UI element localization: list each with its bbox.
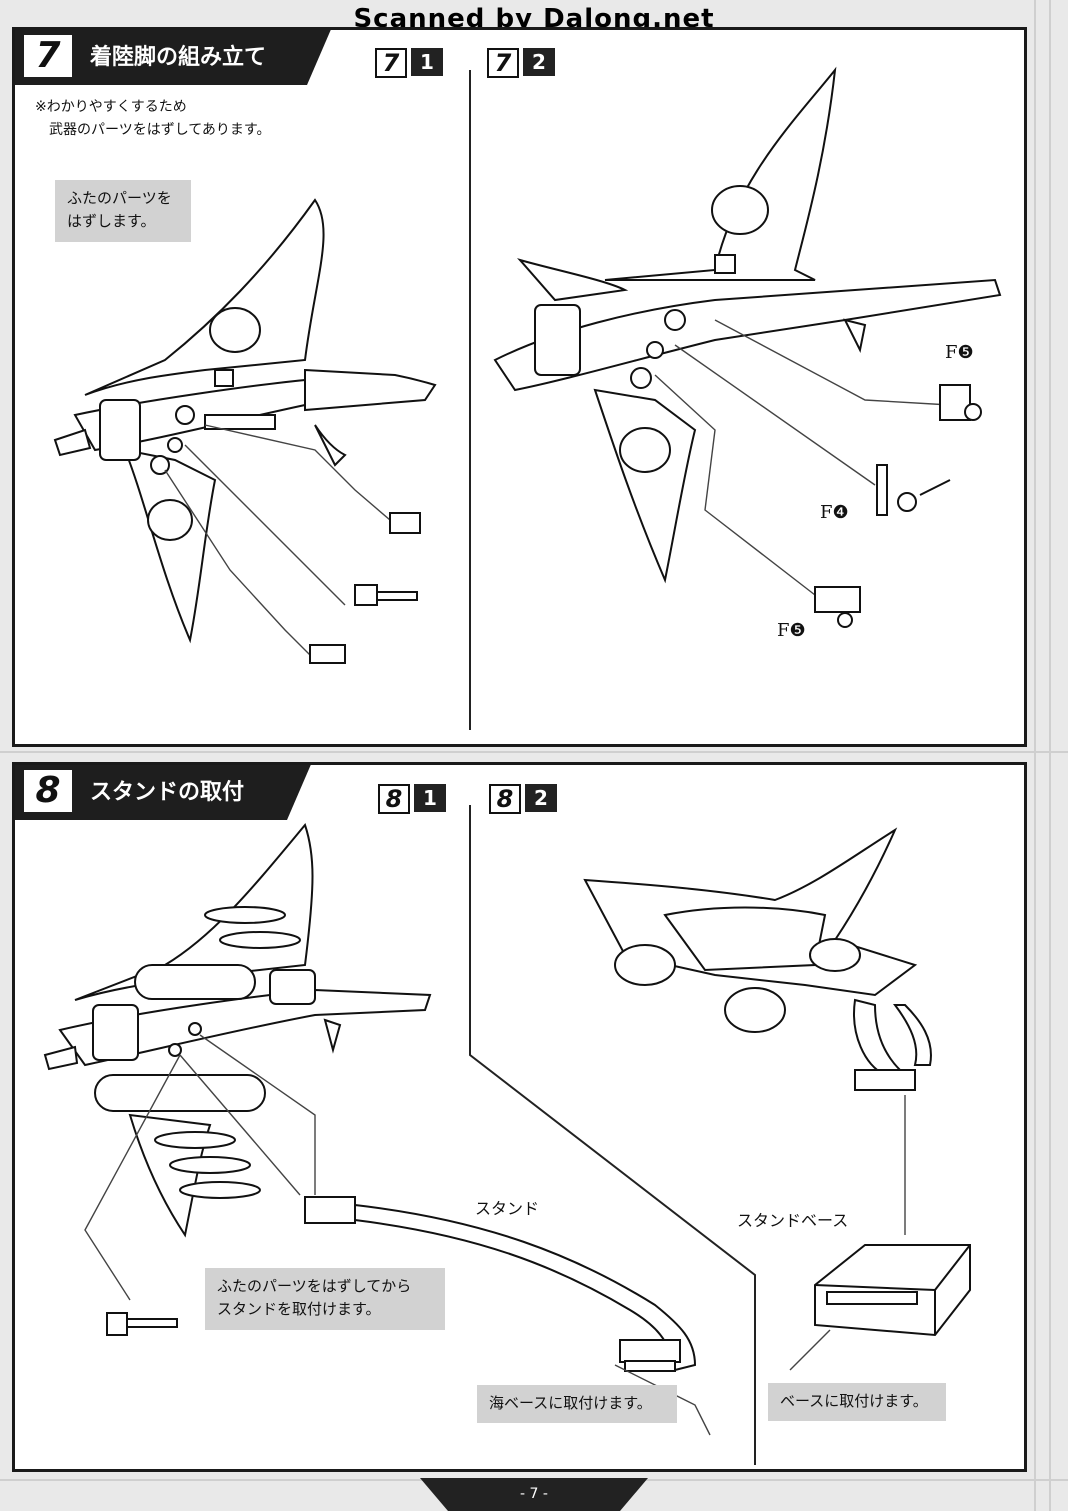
- step-8-illustration: [43, 805, 971, 1465]
- substep-7-1-step: 7: [375, 48, 407, 78]
- stand-base: [814, 1244, 971, 1337]
- substep-divider-8: [469, 805, 756, 1465]
- aircraft-8-2: [583, 827, 932, 1091]
- landing-gear-parts-7-2: [814, 384, 982, 628]
- stand-arm: [106, 1196, 697, 1372]
- step-8-header: 8 スタンドの取付: [15, 765, 347, 820]
- attach-sea-base-callout: 海ベースに取付けます。: [477, 1385, 677, 1423]
- substep-8-1-step: 8: [378, 784, 410, 814]
- part-label-f5-a: F❺: [945, 342, 974, 363]
- page-number-tab: [420, 1478, 648, 1511]
- part-label-f4: F❹: [820, 502, 849, 523]
- substep-divider: [469, 70, 471, 730]
- step-8-panel: 8 スタンドの取付 8 1 8 2: [12, 762, 1027, 1472]
- page-number: - 7 -: [520, 1486, 548, 1502]
- step-8-title: スタンドの取付: [90, 780, 245, 805]
- step-7-panel: 7 着陸脚の組み立て 7 1 7 2 ※わかりやすくするため 武器のパーツをはず…: [12, 27, 1027, 747]
- step-8-number: 8: [24, 770, 72, 812]
- step-7-number: 7: [24, 35, 72, 77]
- step-7-illustration: [53, 66, 1002, 664]
- stand-label: スタンド: [475, 1199, 540, 1218]
- aircraft-8-1: [43, 822, 432, 1238]
- step-7-header: 7 着陸脚の組み立て: [15, 30, 347, 85]
- stand-base-label: スタンドベース: [737, 1211, 849, 1230]
- step-7-title: 着陸脚の組み立て: [90, 45, 267, 70]
- substep-7-2-index: 2: [523, 48, 555, 76]
- cover-parts-7-1: [309, 512, 421, 664]
- part-label-f5-b: F❺: [777, 620, 806, 641]
- substep-8-1-index: 1: [414, 784, 446, 812]
- substep-8-2-step: 8: [489, 784, 521, 814]
- substep-8-2-index: 2: [525, 784, 557, 812]
- aircraft-7-2: [493, 66, 1002, 584]
- aircraft-7-1: [53, 198, 437, 644]
- remove-cover-callout: ふたのパーツを はずします。: [55, 180, 191, 242]
- attach-base-callout: ベースに取付けます。: [768, 1383, 946, 1421]
- substep-7-2-step: 7: [487, 48, 519, 78]
- weapon-parts-note: ※わかりやすくするため 武器のパーツをはずしてあります。: [35, 99, 271, 138]
- attach-stand-callout: ふたのパーツをはずしてから スタンドを取付けます。: [205, 1268, 445, 1330]
- substep-7-1-index: 1: [411, 48, 443, 76]
